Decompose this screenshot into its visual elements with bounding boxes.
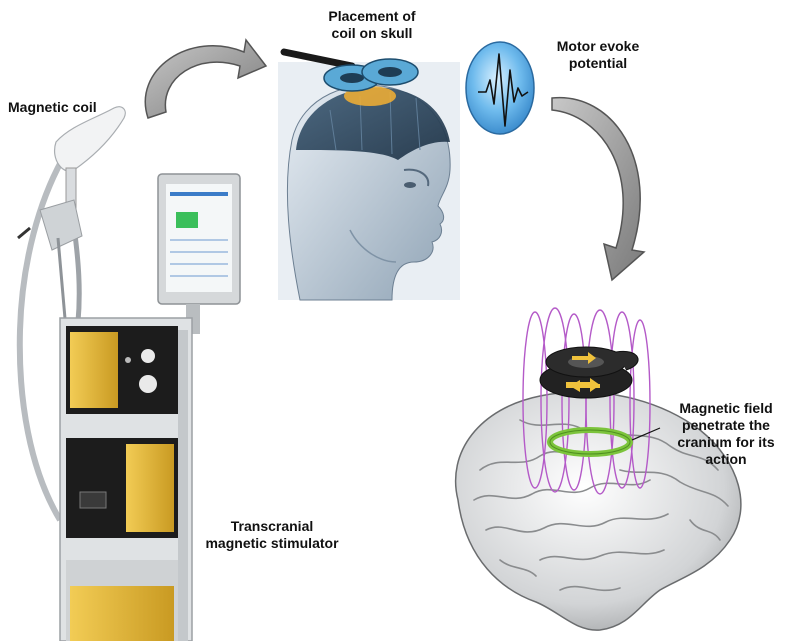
magnetic-field-label-line-2: penetrate the [660, 417, 792, 434]
human-head-icon [278, 62, 460, 300]
placement-label: Placement of coil on skull [302, 8, 442, 42]
placement-label-line-1: Placement of [302, 8, 442, 25]
stimulator-label-line-2: magnetic stimulator [196, 535, 348, 552]
stimulator-label: Transcranial magnetic stimulator [196, 518, 348, 552]
motor-evoke-label: Motor evoke potential [542, 38, 654, 72]
magnetic-field-label-line-4: action [660, 451, 792, 468]
motor-evoke-label-line-2: potential [542, 55, 654, 72]
waveform-icon [466, 42, 534, 134]
motor-evoke-label-line-1: Motor evoke [542, 38, 654, 55]
stimulator-machine [18, 107, 240, 641]
curved-arrow-1 [145, 40, 266, 118]
magnetic-field-label-line-3: cranium for its [660, 434, 792, 451]
placement-label-line-2: coil on skull [302, 25, 442, 42]
curved-arrow-2 [552, 98, 644, 280]
stimulator-label-line-1: Transcranial [196, 518, 348, 535]
coil-ring-top [540, 347, 638, 398]
magnetic-field-label-line-1: Magnetic field [660, 400, 792, 417]
magnetic-field-label: Magnetic field penetrate the cranium for… [660, 400, 792, 468]
magnetic-coil-label: Magnetic coil [8, 99, 97, 116]
magnetic-coil-label-text: Magnetic coil [8, 99, 97, 116]
